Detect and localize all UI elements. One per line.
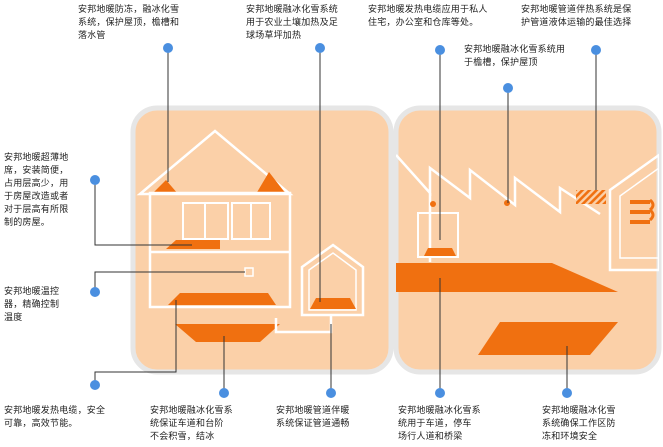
label-thin-floor: 安邦地暖超薄地 席，安装简便， 占用层高少，用 于房屋改造或者 对于层高有所限 … bbox=[4, 153, 69, 228]
garage-outline bbox=[300, 243, 365, 317]
pipe-coil-1 bbox=[630, 200, 650, 204]
dot-roof bbox=[163, 43, 173, 53]
label-roof: 安邦地暖防冻，融冰化雪 系统，保护屋顶，檐槽和 落水管 bbox=[78, 5, 180, 41]
office-floor-heating bbox=[424, 248, 456, 256]
roof-heating-element-right bbox=[256, 172, 286, 194]
label-gutter: 安邦地暖融冰化雪系统用 于檐槽，保护屋顶 bbox=[464, 45, 566, 68]
dot-cable-safe bbox=[90, 380, 100, 390]
parking-heating bbox=[478, 322, 618, 355]
industrial-panel bbox=[393, 105, 662, 375]
floor-heating-lower bbox=[168, 293, 276, 305]
driveway-heating bbox=[175, 324, 280, 342]
pipeline-heating-hatch bbox=[576, 190, 606, 204]
label-parking: 安邦地暖融冰化雪系 统用于车道，停车 场行人道和桥梁 bbox=[398, 406, 481, 442]
dot-driveway bbox=[219, 388, 229, 398]
pipe-coil-2 bbox=[630, 210, 650, 214]
dot-parking bbox=[435, 388, 445, 398]
dot-thin-floor bbox=[90, 175, 100, 185]
label-cable-safe: 安邦地暖发热电缆，安全 可靠，高效节能。 bbox=[4, 406, 106, 429]
dot-soil bbox=[315, 43, 325, 53]
office-room-outline bbox=[417, 212, 459, 258]
side-building-outline bbox=[608, 152, 659, 272]
factory-sawtooth-roof bbox=[396, 154, 601, 216]
label-pipe-flow: 安邦地暖管道伴暖 系统保证管道通畅 bbox=[276, 406, 350, 429]
label-driveway: 安邦地暖融冰化雪系 统保证车道和台阶 不会积雪，结冰 bbox=[150, 406, 233, 442]
leader-cable-safe bbox=[94, 300, 177, 385]
label-soil: 安邦地暖融冰化雪系统 用于农业土壤加热及足 球场草坪加热 bbox=[246, 5, 339, 41]
dot-gutter bbox=[503, 83, 513, 93]
label-thermostat: 安邦地暖温控 器，精确控制 温度 bbox=[4, 287, 60, 323]
pipe-coil-3 bbox=[630, 220, 650, 224]
leader-thin-floor bbox=[94, 180, 192, 246]
dot-pipe-flow bbox=[326, 388, 336, 398]
leader-lines bbox=[94, 48, 597, 393]
leader-thermostat bbox=[94, 271, 245, 292]
roof-heating-element bbox=[152, 180, 178, 194]
label-pipeline: 安邦地暖管道伴热系统是保 护管道液体运输的最佳选择 bbox=[521, 5, 632, 28]
floor-heating-upper bbox=[166, 240, 220, 249]
factory-floor-heating bbox=[396, 263, 618, 292]
dot-cable-home bbox=[435, 45, 445, 55]
dot-pipeline bbox=[591, 45, 601, 55]
label-cable-home: 安邦地暖发热电缆应用于私人 住宅，办公室和仓库等处。 bbox=[368, 5, 488, 28]
dot-thermostat bbox=[90, 287, 100, 297]
gutter-heating-point-2 bbox=[504, 200, 510, 206]
callout-dots bbox=[90, 43, 601, 398]
house-body-outline bbox=[148, 191, 292, 309]
garage-heating bbox=[310, 298, 356, 309]
dot-workzone bbox=[562, 388, 572, 398]
label-workzone: 安邦地暖融冰化雪 系统确保工作区防 冻和环境安全 bbox=[542, 406, 616, 442]
gutter-heating-point bbox=[430, 201, 436, 207]
house-panel bbox=[130, 105, 394, 375]
